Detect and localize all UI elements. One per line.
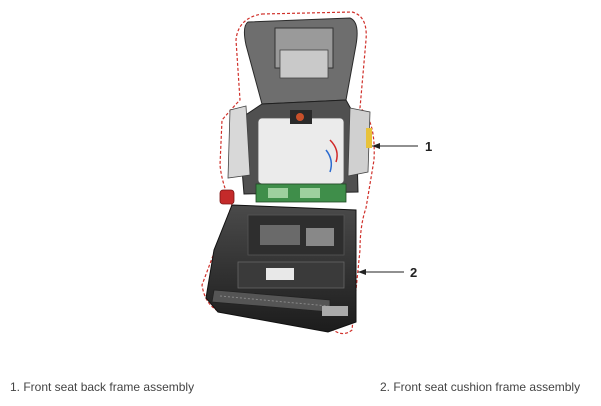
seat-cushion-frame: [205, 204, 357, 333]
legend-item-1: 1. Front seat back frame assembly: [10, 380, 195, 394]
recliner-handle: [219, 189, 235, 205]
seat-frame-illustration: [201, 11, 418, 335]
callout-number-2: 2: [410, 265, 418, 280]
arrowhead-1: [372, 143, 380, 149]
legend-item-2: 2. Front seat cushion frame assembly: [380, 380, 581, 394]
arrowhead-2: [358, 269, 366, 275]
callout-number-1: 1: [425, 139, 433, 154]
seat-back-frame: [227, 17, 372, 203]
